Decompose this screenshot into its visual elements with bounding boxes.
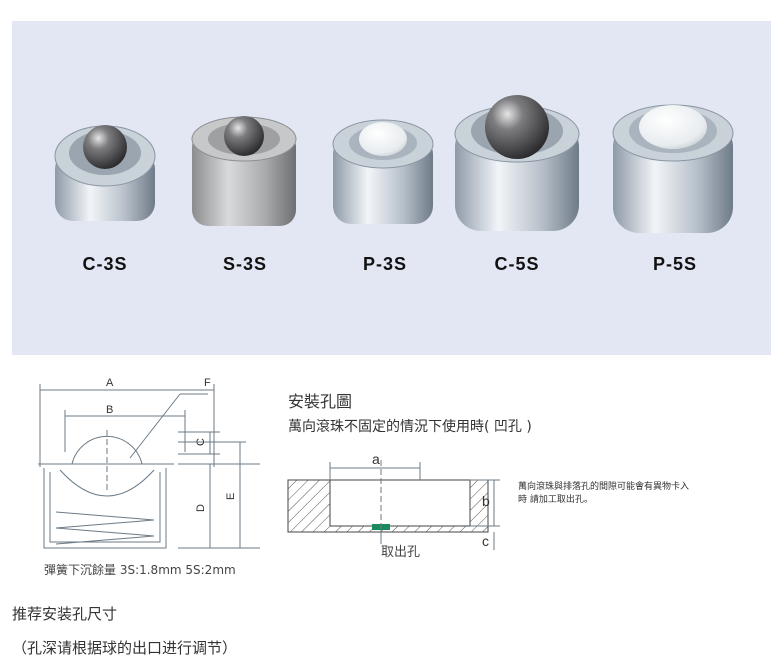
dim-label-b: B xyxy=(106,404,113,416)
note-line-1: 萬向滾珠與排落孔的間隙可能會有異物卡入 xyxy=(518,482,690,492)
ball-transfer-unit-image xyxy=(332,119,434,224)
mounting-hole-diagram: a b c xyxy=(280,440,500,554)
dim-label-e: E xyxy=(225,493,237,500)
cross-section-drawing: A F B C D E xyxy=(38,377,260,549)
extraction-hole-label: 取出孔 xyxy=(381,545,421,560)
model-label: C-3S xyxy=(82,254,128,274)
mounting-hole-title: 安裝孔圖 xyxy=(288,392,353,411)
mounting-hole-drawing: a b c xyxy=(287,451,500,550)
product-s-3s: S-3S xyxy=(190,21,300,321)
ball-transfer-unit-image xyxy=(191,116,297,226)
ball-transfer-unit-image xyxy=(54,125,156,221)
dim-label-c: C xyxy=(195,438,207,446)
product-c-3s: C-3S xyxy=(50,21,160,321)
dim-label-c-small: c xyxy=(482,533,489,549)
note-line-2: 時 請加工取出孔。 xyxy=(518,495,593,505)
hole-depth-note: （孔深请根据球的出口进行调节） xyxy=(12,639,238,657)
ball-transfer-unit-image xyxy=(454,95,580,231)
dim-label-d: D xyxy=(195,504,207,512)
spring-allowance-caption: 彈簧下沉餘量 3S:1.8mm 5S:2mm xyxy=(44,563,236,577)
product-photo-panel: C-3S S-3S P-3S xyxy=(12,21,771,355)
dim-label-b-small: b xyxy=(482,493,490,509)
model-label: P-3S xyxy=(362,254,408,274)
model-label: S-3S xyxy=(222,254,268,274)
dim-label-f: F xyxy=(204,377,211,389)
cross-section-diagram: A F B C D E xyxy=(30,372,260,566)
dim-label-a-small: a xyxy=(372,451,380,467)
recommended-hole-size-heading: 推荐安装孔尺寸 xyxy=(12,605,118,623)
product-c-5s: C-5S xyxy=(452,21,582,321)
mounting-hole-subtitle: 萬向滾珠不固定的情況下使用時( 凹孔 ) xyxy=(288,419,532,435)
model-label: P-5S xyxy=(652,254,698,274)
ball-transfer-unit-image xyxy=(612,104,734,233)
product-p-3s: P-3S xyxy=(330,21,440,321)
foreign-matter-note: 萬向滾珠與排落孔的間隙可能會有異物卡入 時 請加工取出孔。 xyxy=(518,481,748,507)
model-label: C-5S xyxy=(494,254,540,274)
dim-label-a: A xyxy=(106,377,114,389)
product-p-5s: P-5S xyxy=(610,21,740,321)
